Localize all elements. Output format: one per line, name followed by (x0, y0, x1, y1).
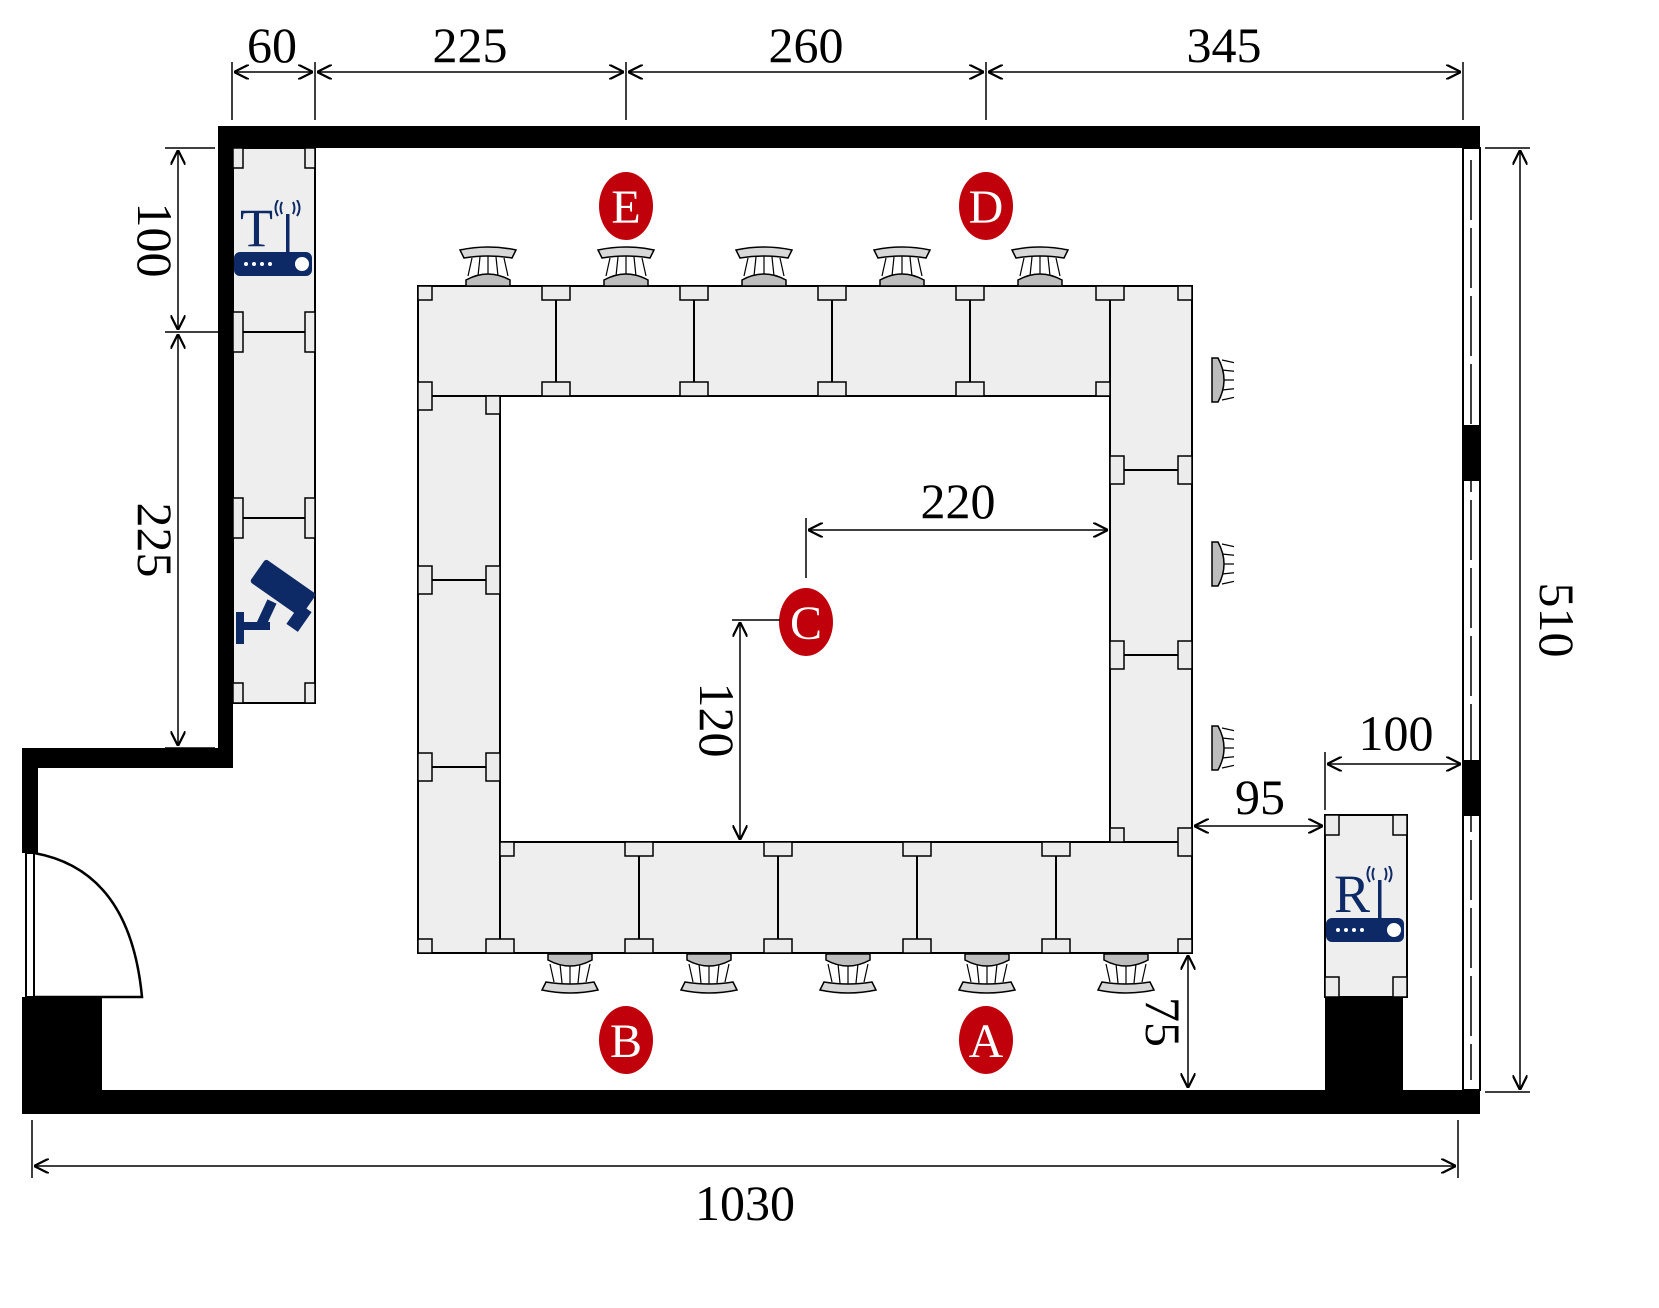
receiver-label: R (1334, 864, 1370, 924)
dim-receiver-to-wall: 100 (1359, 705, 1434, 761)
marker-A: A (959, 1006, 1013, 1074)
svg-text:D: D (969, 181, 1004, 234)
svg-text:A: A (969, 1015, 1004, 1068)
left-cabinet (232, 147, 316, 704)
chair-icon (819, 953, 877, 994)
dim-gap-table-receiver: 95 (1235, 769, 1285, 825)
dim-top-4: 345 (1187, 17, 1262, 73)
dimension-labels: 60 225 260 345 100 225 510 1030 220 120 … (127, 17, 1585, 1231)
marker-B: B (599, 1006, 653, 1074)
door-icon (25, 851, 144, 999)
chair-icon (680, 953, 738, 994)
chair-icon (1211, 351, 1234, 409)
security-camera-icon (236, 559, 316, 644)
chair-icon (1211, 719, 1234, 777)
svg-text:C: C (790, 597, 822, 650)
chair-icon (958, 953, 1016, 994)
chair-icon (1011, 246, 1069, 287)
walls (22, 126, 1481, 1114)
dim-left-upper: 100 (127, 203, 183, 278)
dim-center-vertical: 120 (689, 683, 745, 758)
chair-icon (541, 953, 599, 994)
chair-icon (1097, 953, 1155, 994)
chair-icon (597, 246, 655, 287)
dim-bottom: 1030 (695, 1175, 795, 1231)
transmitter-label: T (240, 198, 273, 258)
receiver: R (1324, 814, 1408, 998)
marker-E: E (599, 172, 653, 240)
chair-icon (459, 246, 517, 287)
chair-icon (873, 246, 931, 287)
dim-right: 510 (1529, 583, 1585, 658)
marker-D: D (959, 172, 1013, 240)
chair-icon (1211, 535, 1234, 593)
measurement-points: E D C B A (599, 172, 1013, 1074)
dim-table-to-bottom-wall: 75 (1135, 997, 1191, 1047)
table-arrangement (417, 285, 1193, 954)
dim-center-horizontal: 220 (921, 473, 996, 529)
dimension-lines (31, 62, 1530, 1178)
dim-left-lower: 225 (127, 503, 183, 578)
svg-text:B: B (610, 1015, 642, 1068)
dim-top-2: 225 (433, 17, 508, 73)
svg-text:E: E (611, 181, 640, 234)
transmitter: T (233, 198, 313, 277)
chair-icon (735, 246, 793, 287)
marker-C: C (779, 588, 833, 656)
dim-top-3: 260 (769, 17, 844, 73)
dim-top-1: 60 (247, 17, 297, 73)
